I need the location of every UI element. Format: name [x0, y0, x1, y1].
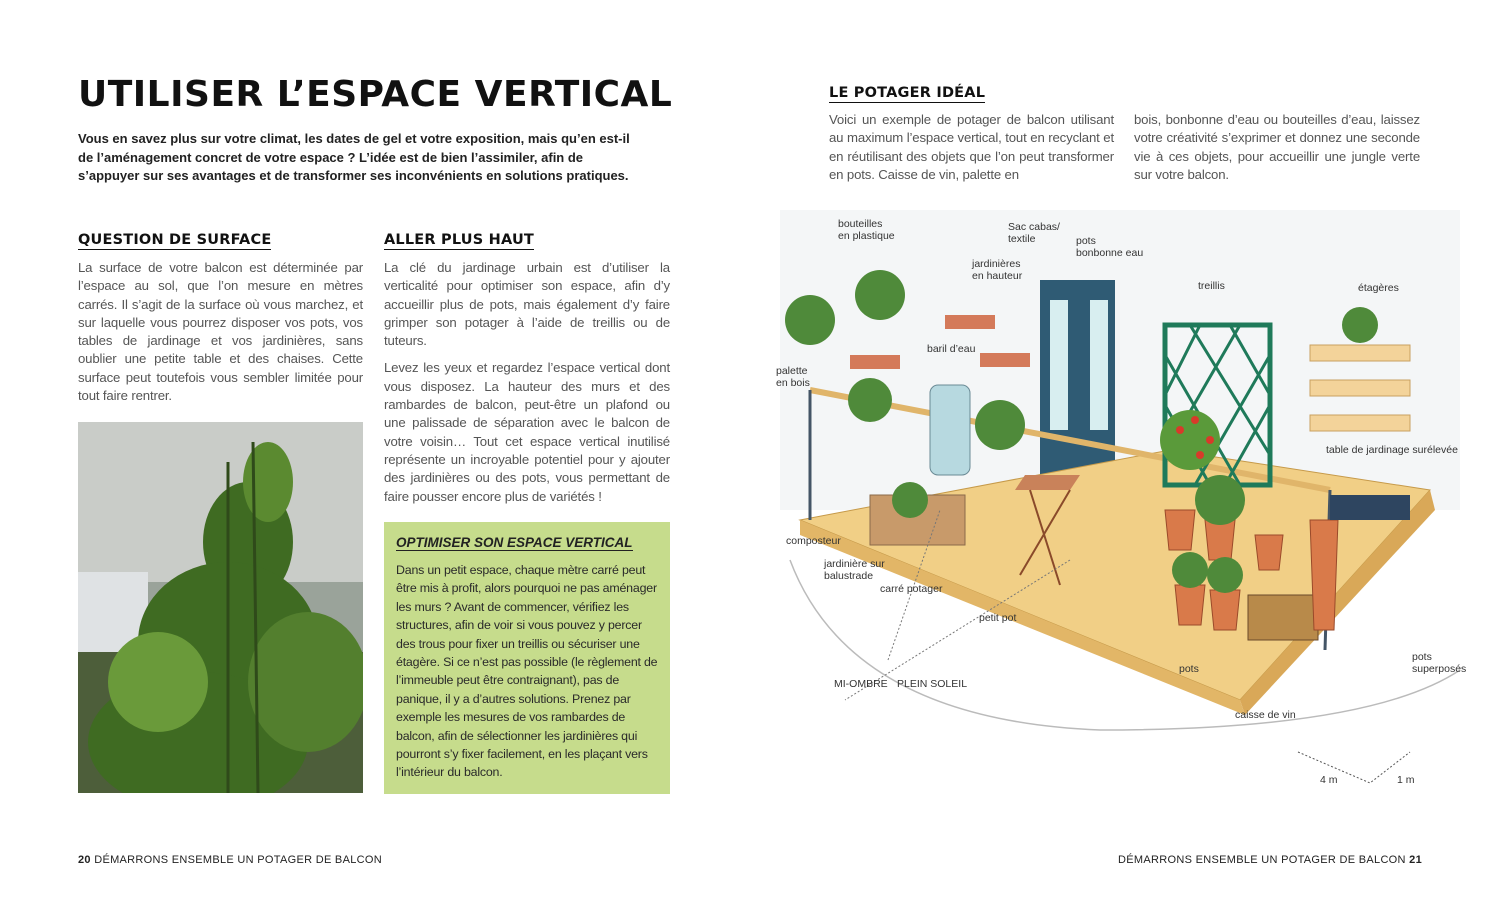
label-baril: baril d’eau [927, 343, 976, 355]
label-etageres: étagères [1358, 282, 1399, 294]
section-paragraph: La clé du jardinage urbain est d’utilise… [384, 260, 670, 349]
section-question-de-surface: QUESTION DE SURFACE La surface de votre … [78, 231, 363, 405]
page-number: 21 [1409, 854, 1422, 866]
footer-right: DÉMARRONS ENSEMBLE UN POTAGER DE BALCON … [1118, 854, 1422, 866]
tip-box-text: Dans un petit espace, chaque mètre carré… [396, 563, 658, 780]
page-number: 20 [78, 854, 91, 866]
label-carre: carré potager [880, 583, 943, 595]
section-aller-plus-haut: ALLER PLUS HAUT La clé du jardinage urba… [384, 231, 670, 506]
label-bouteilles: bouteilles en plastique [838, 218, 895, 242]
section-heading: LE POTAGER IDÉAL [829, 85, 986, 103]
label-jardinieres: jardinières en hauteur [972, 258, 1023, 282]
intro-col2: bois, bonbonne d’eau ou bouteilles d’eau… [1134, 112, 1420, 182]
label-pots: pots [1179, 663, 1199, 675]
label-pots-superposes: pots superposés [1412, 651, 1467, 675]
balcony-illustration [770, 200, 1470, 800]
label-composteur: composteur [786, 535, 841, 547]
potager-ideal-heading: LE POTAGER IDÉAL [829, 84, 986, 103]
label-treillis: treillis [1198, 280, 1225, 292]
section-heading: QUESTION DE SURFACE [78, 232, 272, 250]
footer-text: DÉMARRONS ENSEMBLE UN POTAGER DE BALCON [94, 854, 382, 866]
label-plein-soleil: PLEIN SOLEIL [897, 678, 968, 690]
label-table: table de jardinage surélevée [1326, 444, 1458, 456]
label-caisse: caisse de vin [1235, 709, 1296, 721]
label-petit-pot: petit pot [979, 612, 1017, 624]
cucumber-plant-photo [78, 422, 363, 793]
section-paragraph: Levez les yeux et regardez l’espace vert… [384, 360, 670, 504]
label-sac-cabas: Sac cabas/ textile [1008, 221, 1060, 245]
label-bonbonne: pots bonbonne eau [1076, 235, 1144, 259]
label-mi-ombre: MI-OMBRE [834, 678, 888, 690]
section-heading: ALLER PLUS HAUT [384, 232, 535, 250]
page-title: UTILISER L’ESPACE VERTICAL [78, 74, 673, 115]
footer-text: DÉMARRONS ENSEMBLE UN POTAGER DE BALCON [1118, 854, 1406, 866]
label-balustrade: jardinière sur balustrade [824, 558, 885, 582]
intro-col1: Voici un exemple de potager de balcon ut… [829, 112, 1114, 182]
section-text: La surface de votre balcon est déterminé… [78, 260, 363, 404]
scale-4m: 4 m [1320, 774, 1338, 786]
label-palette: palette en bois [776, 365, 810, 389]
footer-left: 20 DÉMARRONS ENSEMBLE UN POTAGER DE BALC… [78, 854, 382, 866]
tip-box: OPTIMISER SON ESPACE VERTICAL Dans un pe… [384, 522, 670, 794]
intro-text: Vous en savez plus sur votre climat, les… [78, 131, 630, 183]
tip-box-title: OPTIMISER SON ESPACE VERTICAL [396, 535, 633, 551]
scale-1m: 1 m [1397, 774, 1415, 786]
